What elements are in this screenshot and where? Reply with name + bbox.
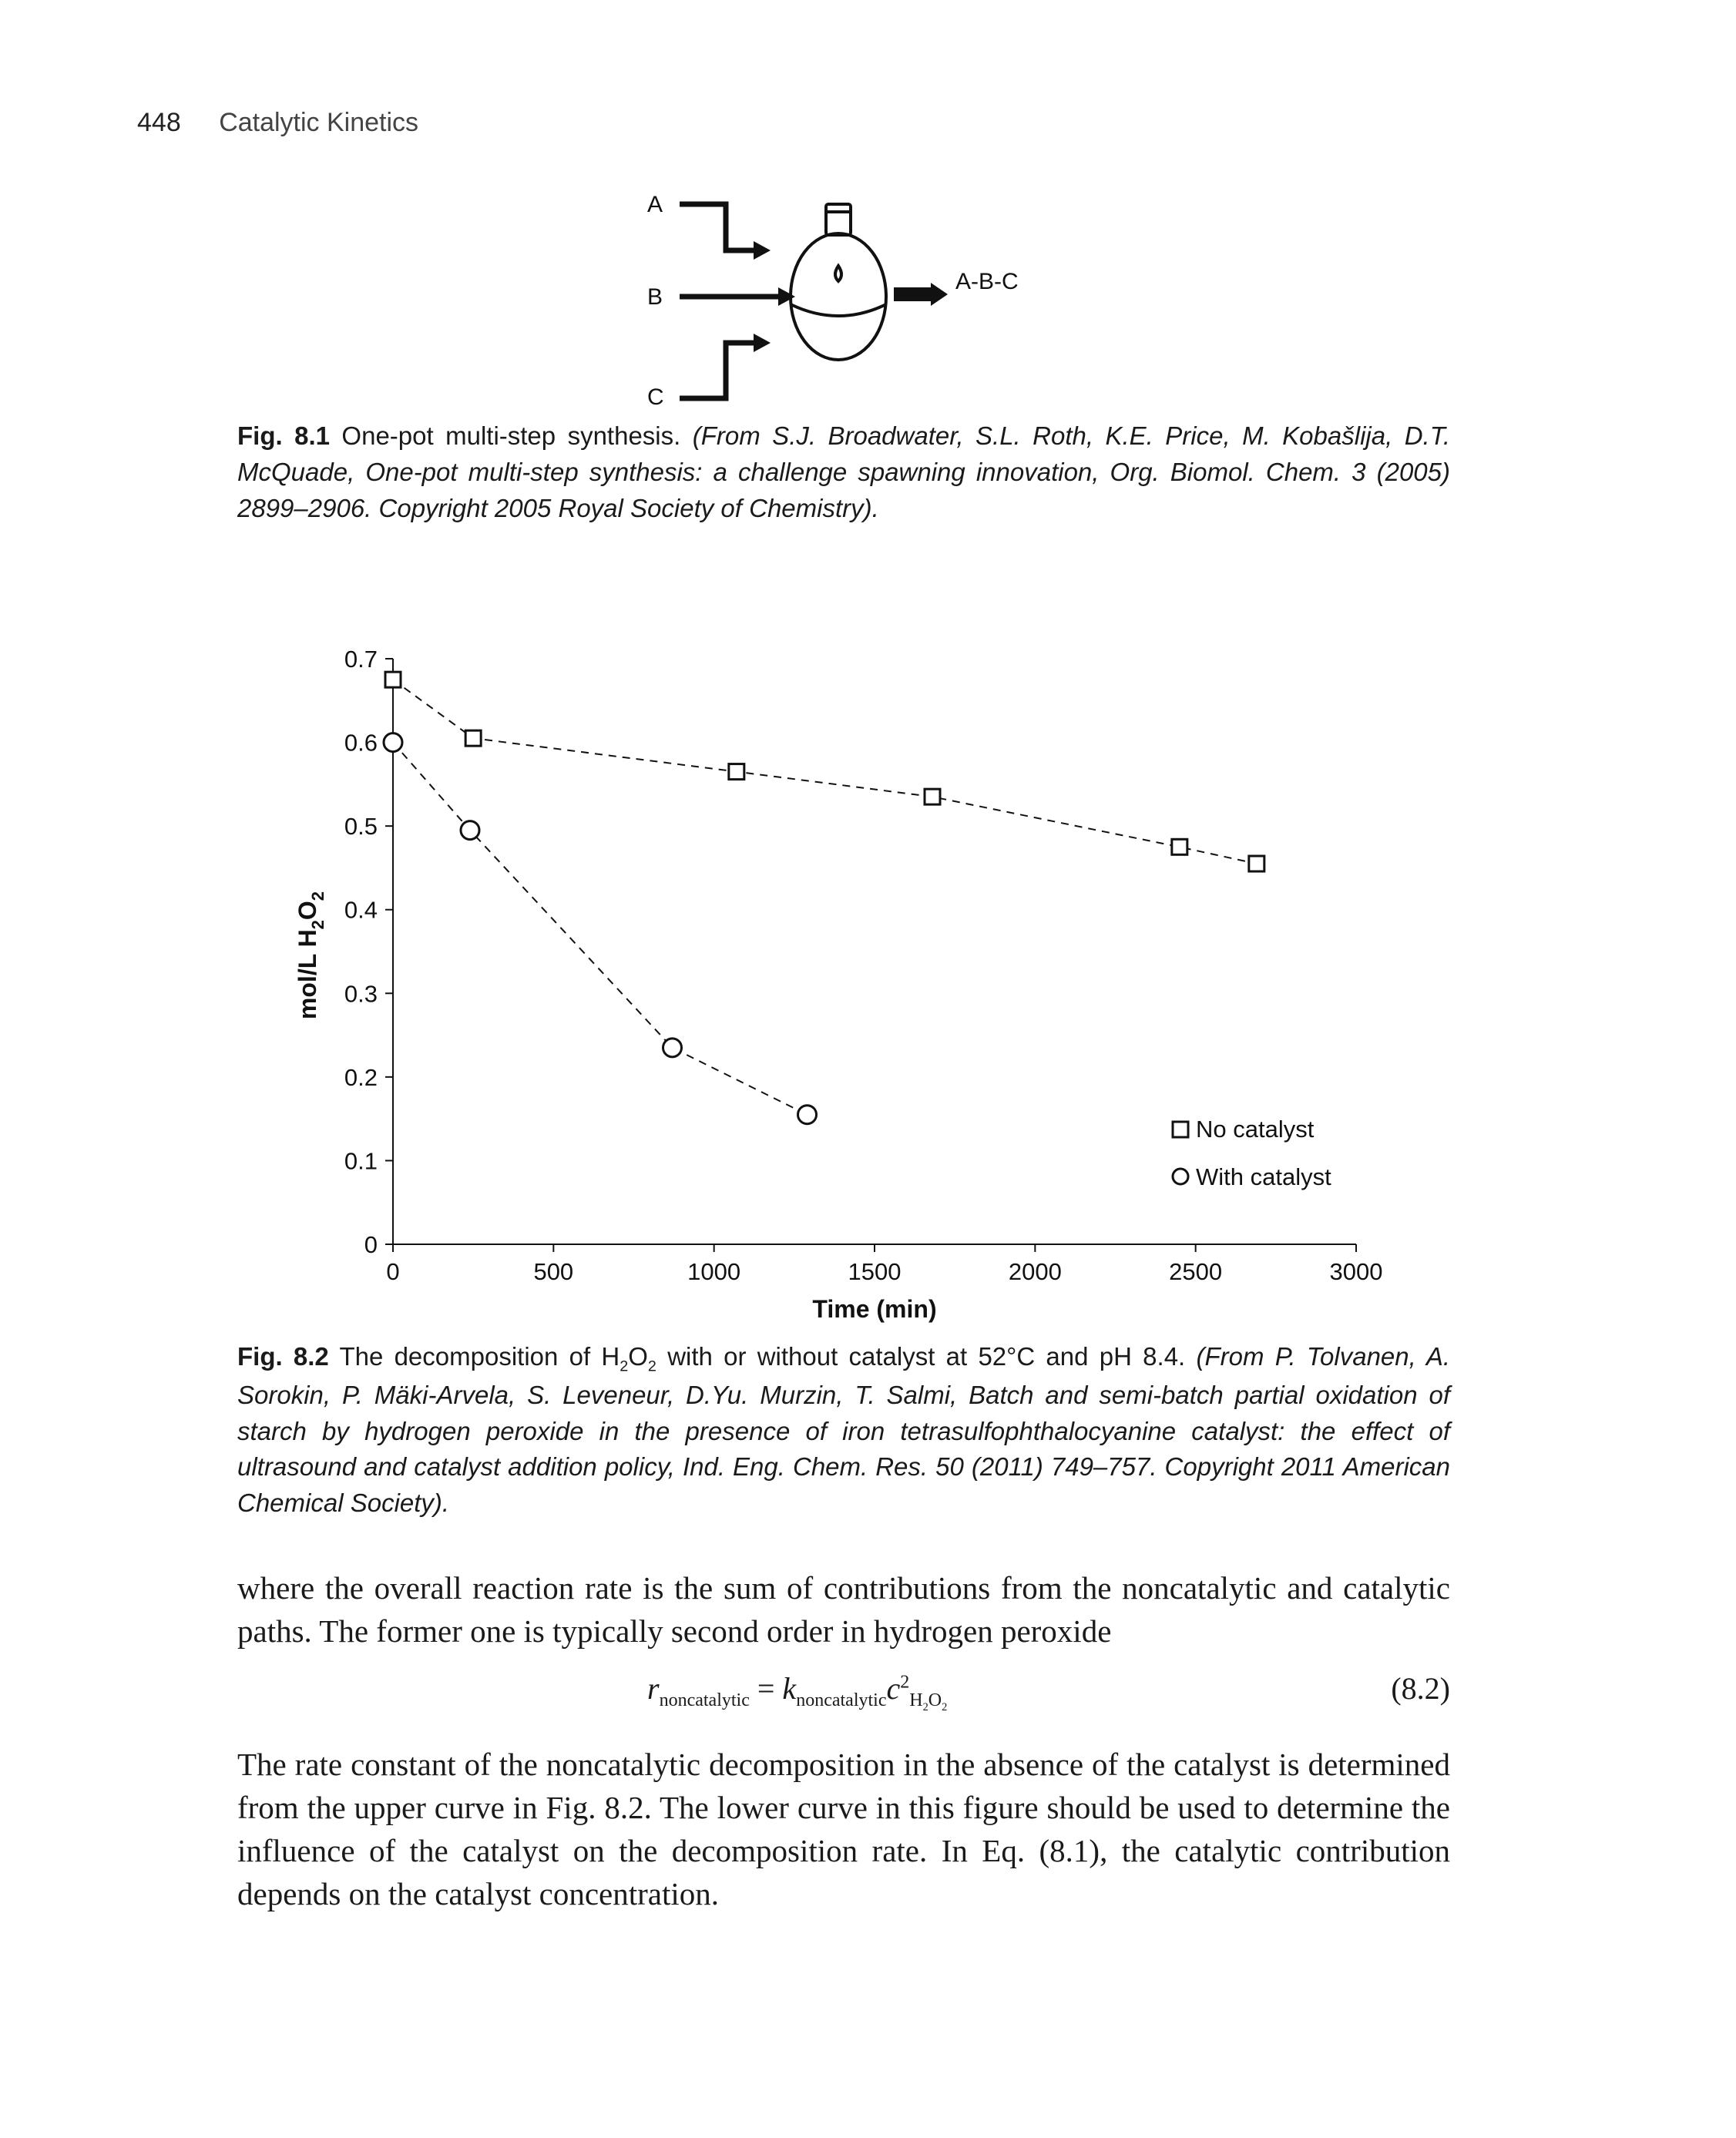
x-tick-label: 2500 <box>1169 1258 1222 1285</box>
x-axis-label: Time (min) <box>812 1295 936 1323</box>
arrow-a-icon <box>680 201 755 253</box>
input-b-label: B <box>647 284 663 310</box>
with-catalyst-point <box>459 820 481 841</box>
arrow-c-icon <box>680 340 755 401</box>
no-catalyst-point <box>384 670 402 689</box>
no-catalyst-point <box>464 729 482 747</box>
y-tick-label: 0.6 <box>344 730 378 757</box>
x-tick-label: 2000 <box>1009 1258 1062 1285</box>
concentration-subscript: H2O2 <box>909 1690 948 1713</box>
legend-square-icon <box>1171 1120 1190 1139</box>
arrow-b-head-icon <box>778 287 795 306</box>
chart-legend: No catalyst With catalyst <box>1171 1116 1331 1190</box>
with-catalyst-point <box>662 1037 683 1059</box>
with-catalyst-point <box>382 732 404 754</box>
no-catalyst-point <box>923 787 942 806</box>
equation-expression: rnoncatalytic = knoncatalyticc2H2O2 <box>647 1671 948 1713</box>
with-catalyst-trend-line <box>392 741 808 1116</box>
trend-lines <box>392 679 1258 1116</box>
caption-label: Fig. 8.1 <box>237 421 330 450</box>
tick-labels: 0 500 1000 1500 2000 2500 3000 0 0.1 0.2 0.3 0.4 0.5… <box>344 646 1383 1285</box>
x-tick-label: 500 <box>533 1258 573 1285</box>
y-tick-label: 0 <box>364 1231 378 1258</box>
no-catalyst-point <box>727 763 746 781</box>
x-tick-label: 0 <box>386 1258 399 1285</box>
y-tick-label: 0.2 <box>344 1064 378 1091</box>
caption-text: One-pot multi-step synthesis. <box>341 421 681 450</box>
decomposition-chart: 0 500 1000 1500 2000 2500 3000 0 0.1 0.2 0.3 0.4 0.5… <box>294 646 1383 1323</box>
figure-caption-8-2: Fig. 8.2 The decomposition of H2O2 with … <box>237 1339 1450 1522</box>
caption-text: The decomposition of H2O2 with or withou… <box>339 1342 1186 1375</box>
legend-with-catalyst: With catalyst <box>1196 1163 1331 1190</box>
legend-circle-icon <box>1171 1167 1190 1186</box>
with-catalyst-point <box>797 1104 818 1126</box>
running-title: Catalytic Kinetics <box>219 108 419 137</box>
caption-source: (From S.J. Broadwater, S.L. Roth, K.E. P… <box>237 421 1450 522</box>
product-arrow-head-icon <box>931 283 948 306</box>
x-tick-label: 3000 <box>1330 1258 1383 1285</box>
caption-label: Fig. 8.2 <box>237 1342 329 1371</box>
chart-axes <box>385 658 1357 1252</box>
y-tick-label: 0.7 <box>344 646 378 673</box>
y-axis-label: mol/L H2O2 <box>294 891 327 1019</box>
figure-caption-8-1: Fig. 8.1 One-pot multi-step synthesis. (… <box>237 418 1450 527</box>
body-paragraph-2: The rate constant of the noncatalytic de… <box>237 1747 1450 1911</box>
body-paragraph-1: where the overall reaction rate is the s… <box>237 1570 1450 1649</box>
y-tick-label: 0.1 <box>344 1147 378 1174</box>
caption-source: (From P. Tolvanen, A. Sorokin, P. Mäki-A… <box>237 1342 1451 1518</box>
input-a-label: A <box>647 192 663 217</box>
no-catalyst-trend-line <box>392 679 1258 864</box>
x-tick-label: 1500 <box>848 1258 902 1285</box>
y-tick-label: 0.4 <box>344 897 378 924</box>
y-tick-label: 0.3 <box>344 980 378 1007</box>
product-label: A-B-C <box>955 269 1019 294</box>
page-header: 448 Catalytic Kinetics <box>137 108 418 138</box>
legend-no-catalyst: No catalyst <box>1196 1116 1315 1143</box>
data-markers <box>382 670 1266 1126</box>
product-arrow-icon <box>894 287 932 301</box>
y-tick-label: 0.5 <box>344 813 378 840</box>
figure-one-pot-scheme: A B C A-B-C <box>647 192 1019 410</box>
equation-8-2: rnoncatalytic = knoncatalyticc2H2O2 (8.2… <box>647 1666 1450 1720</box>
no-catalyst-point <box>1247 854 1266 873</box>
arrow-c-head-icon <box>754 334 771 352</box>
page-number: 448 <box>137 108 181 137</box>
input-c-label: C <box>647 384 664 410</box>
no-catalyst-point <box>1170 837 1189 856</box>
arrow-a-head-icon <box>754 241 771 260</box>
round-bottom-flask-icon <box>789 203 888 361</box>
x-tick-label: 1000 <box>687 1258 740 1285</box>
equation-number: (8.2) <box>1391 1671 1450 1706</box>
